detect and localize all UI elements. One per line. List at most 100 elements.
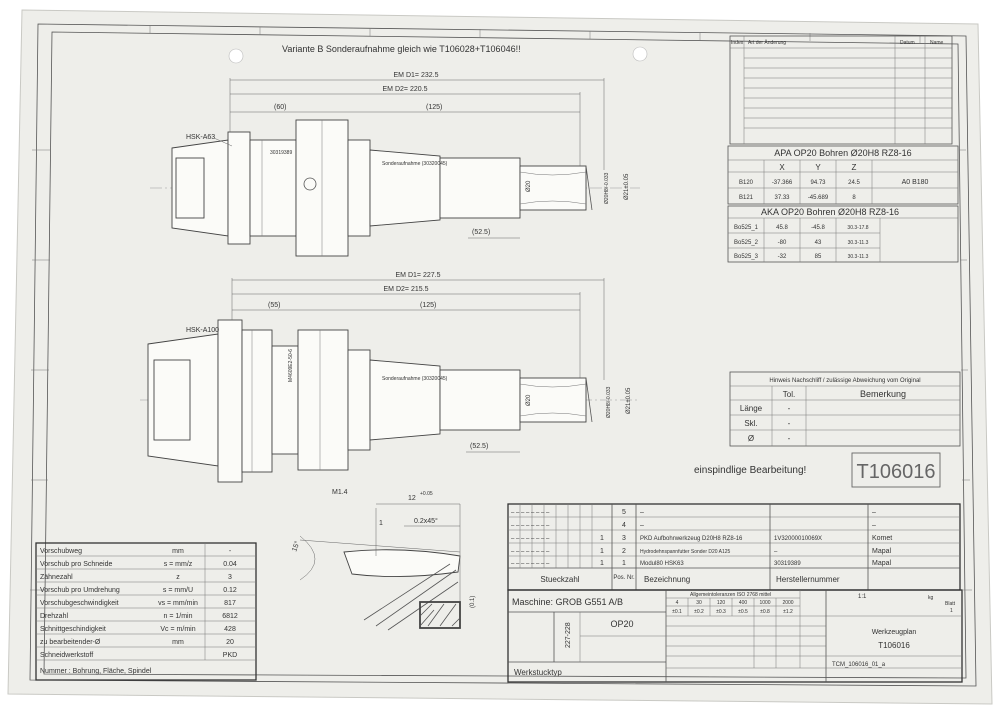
cutting-edge-detail: M1.4 12 +0.05 0.2x45° 1 15° (0.1): [290, 489, 476, 631]
lower-dia20: Ø20: [526, 394, 532, 406]
aka-cell: Bo525_3: [734, 254, 759, 260]
detail-chamfer: 0.2x45°: [414, 517, 438, 525]
aka-cell: Bo525_2: [734, 240, 759, 246]
hdr-number: Herstellernummer: [776, 575, 840, 584]
lower-mark-1: M4609E2-50-6: [288, 349, 294, 382]
single-spindle-note: einspindlige Bearbeitung!: [694, 465, 806, 476]
apa-table: APA OP20 Bohren Ø20H8 RZ8-16 X Y Z B120 …: [727, 145, 959, 205]
part-qty: 1: [600, 560, 604, 567]
detail-d12-tol: +0.05: [420, 491, 433, 497]
detail-val1: 1: [379, 520, 383, 527]
part-number: –: [774, 549, 778, 555]
tol-value: ±0.8: [760, 609, 770, 615]
param-value: 0.12: [223, 587, 237, 594]
apa-cell: 8: [852, 195, 856, 201]
part-maker: Mapal: [872, 560, 892, 567]
param-symbol: vs = mm/min: [158, 600, 198, 607]
param-label: Vorschub pro Umdrehung: [40, 587, 120, 594]
apa-cell: B121: [739, 195, 754, 201]
upper-em-d2: EM D2= 220.5: [383, 86, 428, 93]
regrind-tol: -: [788, 404, 791, 413]
part-maker: Mapal: [872, 548, 892, 555]
param-value: -: [229, 548, 232, 555]
apa-h2: Y: [815, 163, 821, 172]
workpiece-no: 227-228: [565, 622, 572, 648]
param-value: 428: [224, 626, 236, 633]
sheet-no: 1: [950, 608, 953, 614]
apa-cell: B120: [739, 180, 754, 186]
aka-title: AKA OP20 Bohren Ø20H8 RZ8-16: [761, 207, 899, 217]
tol-value: ±0.2: [694, 609, 704, 615]
rev-col-date: Datum: [900, 40, 915, 46]
part-number: 30319389: [774, 561, 801, 567]
part-name: –: [640, 522, 644, 529]
scale: 1:1: [858, 594, 867, 600]
parts-dash-row: – – – – – – – –– – – – – – – – – – – – –…: [511, 510, 550, 567]
param-label: zu bearbeitender-Ø: [40, 639, 101, 646]
part-maker: –: [872, 522, 876, 529]
part-maker: –: [872, 509, 876, 516]
param-symbol: s = mm/z: [164, 561, 193, 568]
apa-cell: 24.5: [848, 180, 860, 186]
hdr-qty: Stueckzahl: [540, 575, 579, 584]
tol-value: ±0.3: [716, 609, 726, 615]
params-footer: Nummer : Bohrung, Fläche, Spindel: [40, 668, 152, 675]
part-qty: 1: [600, 535, 604, 542]
punch-hole-left: [228, 48, 244, 64]
part-pos: 1: [622, 560, 626, 567]
tol-range: 400: [739, 600, 748, 606]
lower-dia21: Ø21±0.05: [626, 387, 632, 414]
param-value: 6812: [222, 613, 238, 620]
header-note: Variante B Sonderaufnahme gleich wie T10…: [282, 44, 521, 54]
punch-hole-right: [632, 46, 648, 62]
param-label: Schnittgeschindigkeit: [40, 626, 106, 633]
upper-tool-drawing: HSK-A63 30319389 Sonderaufnahme (3032004…: [150, 72, 640, 257]
plan-title: Werkzeugplan: [872, 629, 917, 636]
machine: Maschine: GROB G551 A/B: [512, 597, 623, 607]
lower-em-d2: EM D2= 215.5: [384, 286, 429, 293]
hdr-pos: Pos. Nr.: [613, 575, 635, 581]
aka-cell: -45.8: [811, 225, 825, 231]
aka-cell: 85: [815, 254, 822, 260]
apa-cell: A0 B180: [902, 179, 929, 186]
detail-side-dim: (0.1): [470, 596, 476, 608]
lower-d52: (52.5): [470, 443, 488, 450]
lower-d125: (125): [420, 302, 436, 309]
aka-cell: 30.3-17.8: [847, 225, 868, 231]
upper-d60: (60): [274, 104, 286, 111]
param-symbol: s = mm/U: [163, 587, 193, 594]
svg-text:– – – – – – – –: – – – – – – – –: [511, 523, 550, 529]
tol-range: 4: [676, 600, 679, 606]
aka-cell: 30.3-11.3: [848, 254, 869, 260]
upper-em-d1: EM D1= 232.5: [394, 72, 439, 79]
detail-angle: 15°: [290, 540, 301, 553]
hatched-section: [419, 601, 461, 629]
tol-value: ±1.2: [783, 609, 793, 615]
part-qty: 1: [600, 548, 604, 555]
param-symbol: n = 1/min: [164, 613, 193, 620]
sheet-label: Blatt: [945, 601, 956, 607]
apa-cell: 37.33: [774, 195, 790, 201]
svg-text:– – – – – – – –: – – – – – – – –: [511, 561, 550, 567]
apa-cell: -37.366: [772, 180, 793, 186]
upper-mark-1: 30319389: [270, 150, 292, 156]
plan-number: T106016: [878, 641, 910, 650]
regrind-h2: Bemerkung: [860, 389, 906, 399]
regrind-table: Hinweis Nachschliff / zulässige Abweichu…: [729, 371, 961, 447]
regrind-label: Ø: [748, 434, 754, 443]
part-name: –: [640, 509, 644, 516]
param-symbol: mm: [172, 548, 184, 555]
lower-tool-drawing: HSK-A100 M4609E2-50-6 Sonderaufnahme (30…: [140, 272, 640, 483]
revision-block: Index Art der Änderung Datum Name: [729, 35, 953, 145]
param-label: Zähnezahl: [40, 574, 73, 581]
upper-hsk-label: HSK-A63: [186, 134, 215, 141]
param-symbol: Vc = m/min: [160, 626, 195, 633]
title-block: Maschine: GROB G551 A/B OP20 227-228 Wer…: [507, 589, 963, 683]
lower-hsk-label: HSK-A100: [186, 327, 219, 334]
detail-d12: 12: [408, 495, 416, 502]
lower-mark-2: Sonderaufnahme (30320045): [382, 376, 448, 382]
part-name: PKD Aufbohrwerkzeug D20H8 RZ8-16: [640, 536, 743, 542]
param-value: 3: [228, 574, 232, 581]
